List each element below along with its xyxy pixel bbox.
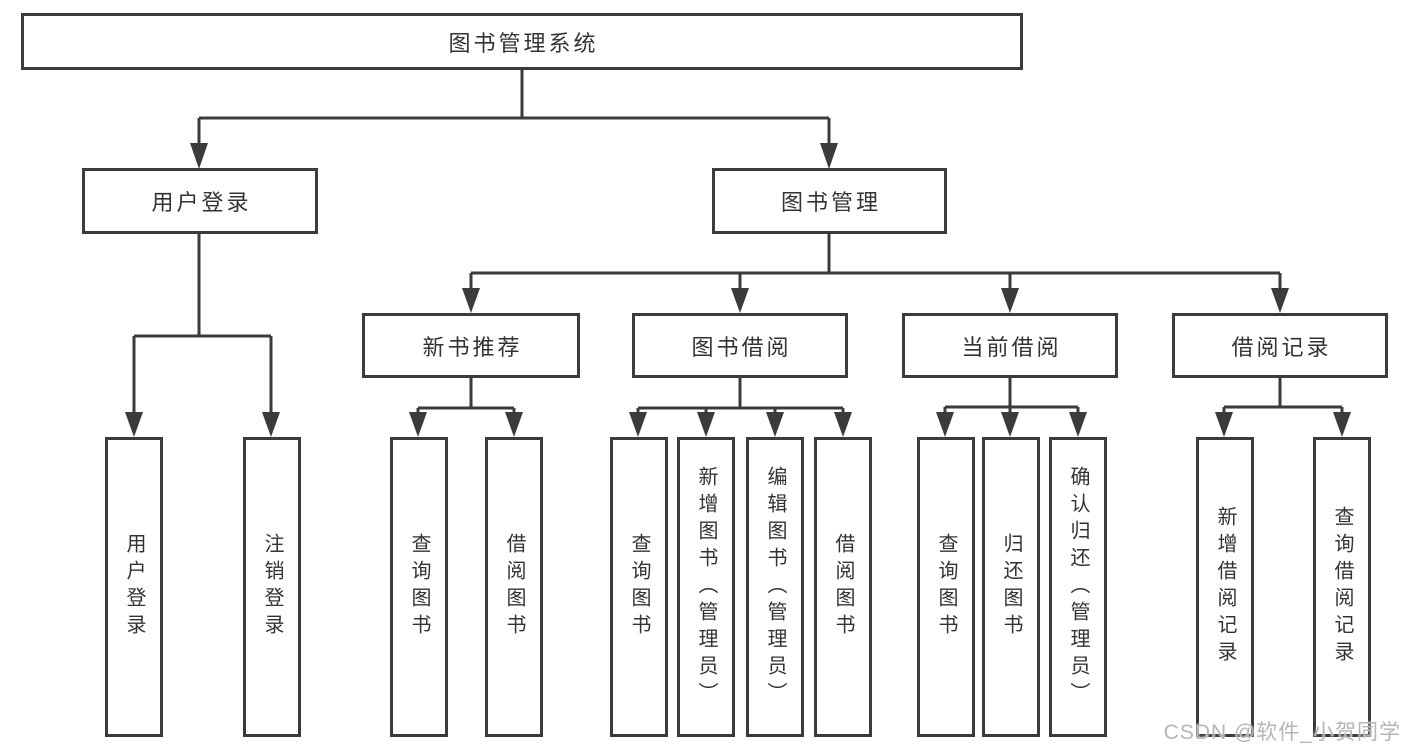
- node-label: 新增借阅记录: [1214, 506, 1236, 668]
- node-label: 新增图书（管理员）: [695, 465, 717, 709]
- node-label: 用户登录: [123, 533, 145, 641]
- node-label: 借阅图书: [832, 533, 854, 641]
- leaf-user-login: 用户登录: [105, 437, 163, 737]
- node-label: 确认归还（管理员）: [1067, 465, 1089, 709]
- node-label: 借阅图书: [503, 533, 525, 641]
- leaf-logout: 注销登录: [243, 437, 301, 737]
- leaf-edit-books-admin: 编辑图书（管理员）: [746, 437, 804, 737]
- leaf-return-books: 归还图书: [982, 437, 1040, 737]
- node-label: 查询图书: [408, 533, 430, 641]
- arrowheads: [125, 143, 1351, 437]
- node-user-login: 用户登录: [82, 168, 318, 234]
- node-label: 查询图书: [628, 533, 650, 641]
- leaf-query-borrow-record: 查询借阅记录: [1313, 437, 1371, 737]
- node-label: 图书管理: [780, 190, 881, 215]
- node-label: 当前借阅: [961, 334, 1062, 360]
- node-label: 借阅记录: [1231, 334, 1332, 360]
- node-label: 图书管理系统: [448, 30, 599, 56]
- node-label: 查询借阅记录: [1331, 506, 1353, 668]
- leaf-current-query-books: 查询图书: [917, 437, 975, 737]
- node-book-management: 图书管理: [712, 168, 947, 234]
- leaf-newbook-borrow-books: 借阅图书: [485, 437, 543, 737]
- leaf-confirm-return-admin: 确认归还（管理员）: [1049, 437, 1107, 737]
- csdn-watermark: CSDN @软件_小贺同学: [1163, 721, 1401, 744]
- node-label: 归还图书: [1000, 533, 1022, 641]
- node-label: 新书推荐: [422, 334, 523, 360]
- node-new-book-recommend: 新书推荐: [362, 313, 580, 378]
- node-label: 编辑图书（管理员）: [764, 465, 786, 709]
- node-book-borrowing: 图书借阅: [632, 313, 848, 378]
- leaf-borrowing-query-books: 查询图书: [610, 437, 668, 737]
- leaf-borrow-books: 借阅图书: [814, 437, 872, 737]
- node-label: 查询图书: [935, 533, 957, 641]
- node-label: 图书借阅: [691, 334, 792, 360]
- leaf-add-borrow-record: 新增借阅记录: [1196, 437, 1254, 737]
- node-borrow-records: 借阅记录: [1172, 313, 1388, 378]
- node-label: 注销登录: [261, 533, 283, 641]
- node-label: 用户登录: [151, 190, 252, 215]
- leaf-newbook-query-books: 查询图书: [390, 437, 448, 737]
- node-system-root: 图书管理系统: [21, 13, 1023, 70]
- node-current-borrowing: 当前借阅: [902, 313, 1118, 378]
- leaf-add-books-admin: 新增图书（管理员）: [677, 437, 735, 737]
